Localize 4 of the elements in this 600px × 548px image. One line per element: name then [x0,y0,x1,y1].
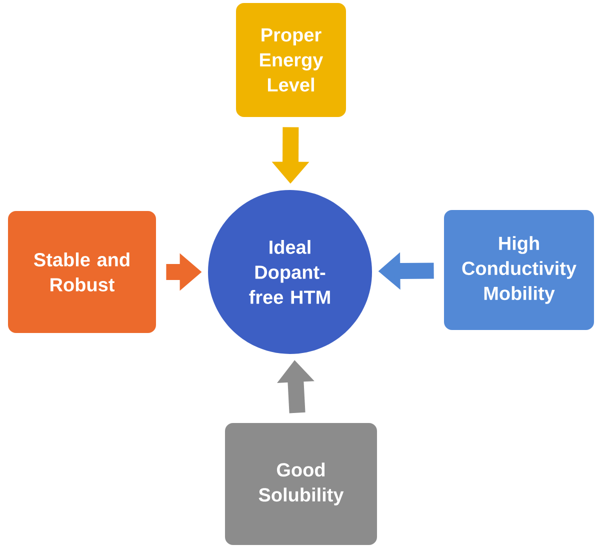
process-box: Good Solubility [225,422,377,545]
process-box: Stable and Robust [8,210,156,333]
process-box: High Conductivity Mobility [444,210,594,330]
process-box: Proper Energy Level [236,3,346,117]
